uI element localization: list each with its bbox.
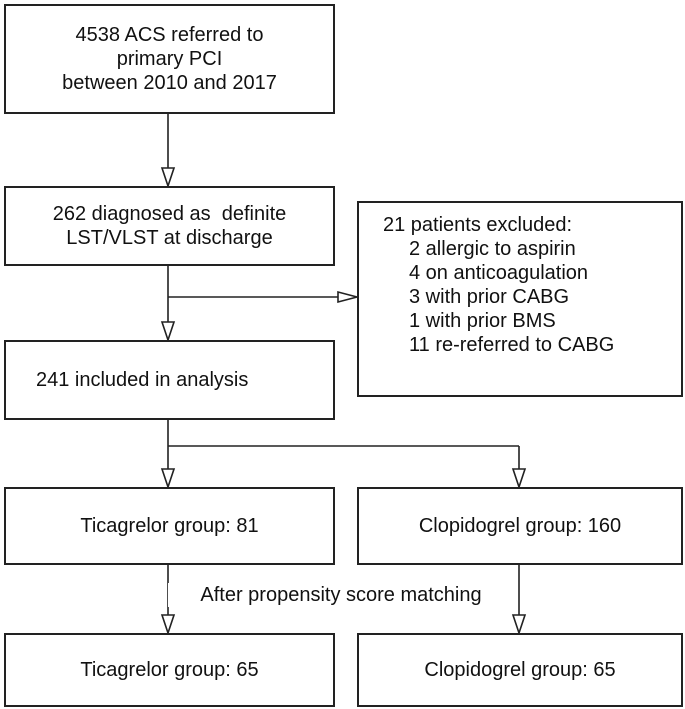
arrowhead-ticagrelor-81 [160, 468, 176, 490]
diagnosed-line-1: 262 diagnosed as definite [52, 203, 287, 225]
ticagrelor-group-before-label: Ticagrelor group: 81 [80, 515, 259, 537]
excluded-heading: 21 patients excluded: [383, 214, 573, 236]
propensity-matching-label: After propensity score matching [168, 583, 514, 607]
clopidogrel-group-after-label: Clopidogrel group: 65 [424, 659, 616, 681]
diagnosed-line-2: LST/VLST at discharge [66, 227, 273, 249]
ticagrelor-group-after-box: Ticagrelor group: 65 [4, 633, 335, 707]
arrowhead-included [160, 321, 176, 343]
excluded-item: 4 on anticoagulation [409, 262, 589, 284]
included-box: 241 included in analysis [4, 340, 335, 420]
excluded-item: 1 with prior BMS [409, 310, 556, 332]
clopidogrel-group-before-label: Clopidogrel group: 160 [418, 515, 622, 537]
excluded-item: 3 with prior CABG [409, 286, 570, 308]
excluded-item: 11 re-referred to CABG [409, 334, 615, 356]
referred-line-2: primary PCI [116, 48, 223, 70]
arrowhead-clopidogrel-65 [511, 614, 527, 636]
ticagrelor-group-before-box: Ticagrelor group: 81 [4, 487, 335, 565]
clopidogrel-group-before-box: Clopidogrel group: 160 [357, 487, 683, 565]
clopidogrel-group-after-box: Clopidogrel group: 65 [357, 633, 683, 707]
diagnosed-box: 262 diagnosed as definite LST/VLST at di… [4, 186, 335, 266]
referred-box: 4538 ACS referred to primary PCI between… [4, 4, 335, 114]
excluded-item: 2 allergic to aspirin [409, 238, 576, 260]
excluded-list: 2 allergic to aspirin 4 on anticoagulati… [383, 237, 681, 357]
included-label: 241 included in analysis [36, 369, 249, 391]
ticagrelor-group-after-label: Ticagrelor group: 65 [80, 659, 259, 681]
referred-line-1: 4538 ACS referred to [75, 24, 264, 46]
arrowhead-ticagrelor-65 [160, 614, 176, 636]
referred-line-3: between 2010 and 2017 [62, 72, 277, 94]
arrowhead-excluded [337, 290, 361, 304]
arrowhead-clopidogrel-160 [511, 468, 527, 490]
arrowhead-diagnosed [160, 167, 176, 189]
excluded-box: 21 patients excluded: 2 allergic to aspi… [357, 201, 683, 397]
